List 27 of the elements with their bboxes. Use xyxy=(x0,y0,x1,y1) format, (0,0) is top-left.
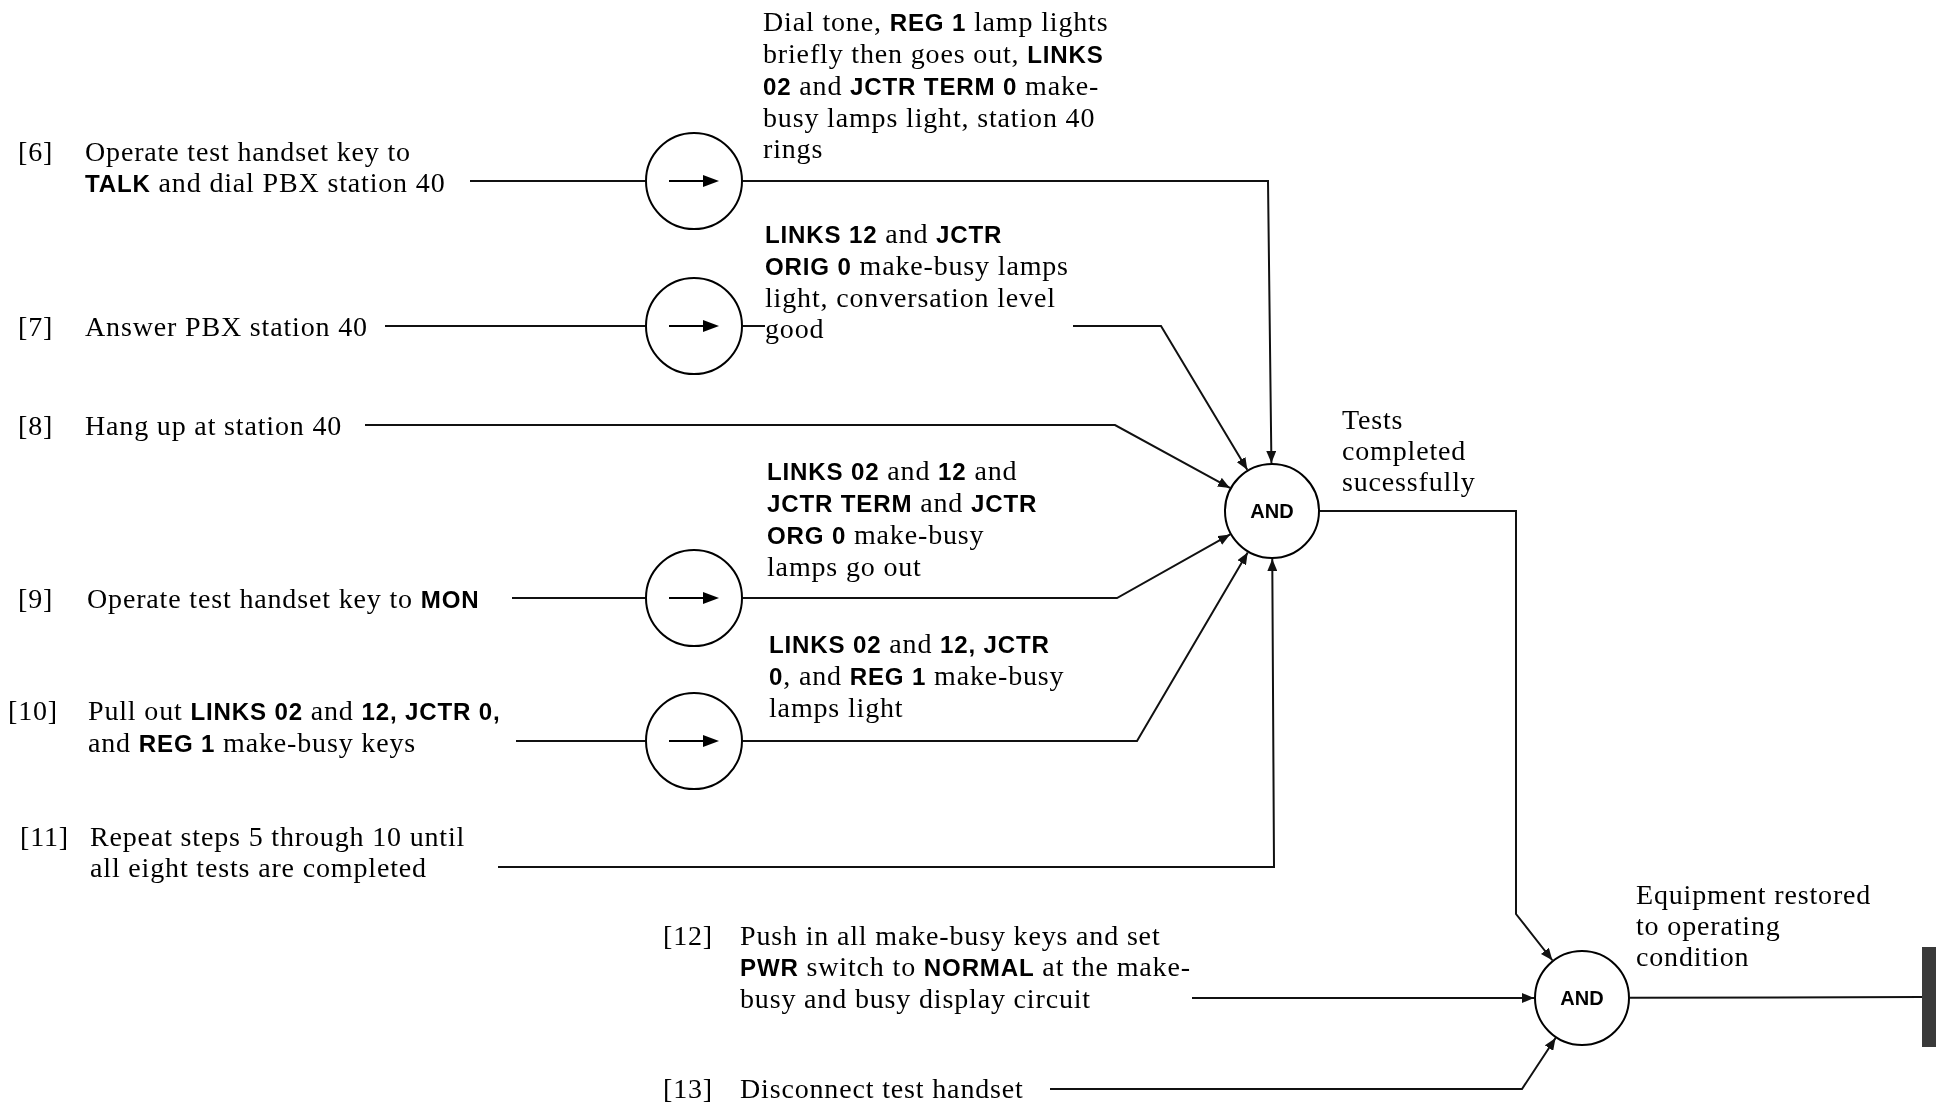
step-text: Push in all make-busy keys and set PWR switch to NORMAL at the make-busy and busy display circuit xyxy=(740,920,1192,1014)
connector-arrow xyxy=(497,558,1278,868)
connector-arrow xyxy=(1191,993,1535,1003)
step-text: Pull out LINKS 02 and 12, JCTR 0, and REG 1 make-busy keys xyxy=(88,695,502,759)
step-number: [6] xyxy=(18,136,55,169)
connector-arrow xyxy=(1049,1037,1557,1090)
result-text: Equipment restored to operating condition xyxy=(1636,879,1873,972)
step-text: Repeat steps 5 through 10 until all eight tests are completed xyxy=(90,821,467,883)
terminal-bar xyxy=(1922,947,1936,1047)
step-number: [9] xyxy=(18,583,55,615)
connector-arrow xyxy=(364,424,1231,489)
step-number: [11] xyxy=(20,821,70,854)
step-number: [7] xyxy=(18,311,55,342)
step-number: [12] xyxy=(663,920,714,953)
connector-arrow xyxy=(742,551,1249,742)
step-text: Answer PBX station 40 xyxy=(85,311,369,342)
step-number: [10] xyxy=(8,695,59,728)
step-text: Disconnect test handset xyxy=(740,1073,1025,1104)
step-text: Operate test handset key to MON xyxy=(87,583,481,615)
step-number: [8] xyxy=(18,410,55,441)
step-number: [13] xyxy=(663,1073,714,1104)
step-text: Hang up at station 40 xyxy=(85,410,344,441)
connector-arrow xyxy=(742,180,1277,464)
result-text: Tests completed sucessfully xyxy=(1342,404,1477,497)
connector-arrow xyxy=(1319,510,1554,962)
step-text: Operate test handset key to TALK and dial PBX station 40 xyxy=(85,136,447,199)
connector-arrow xyxy=(742,533,1232,599)
